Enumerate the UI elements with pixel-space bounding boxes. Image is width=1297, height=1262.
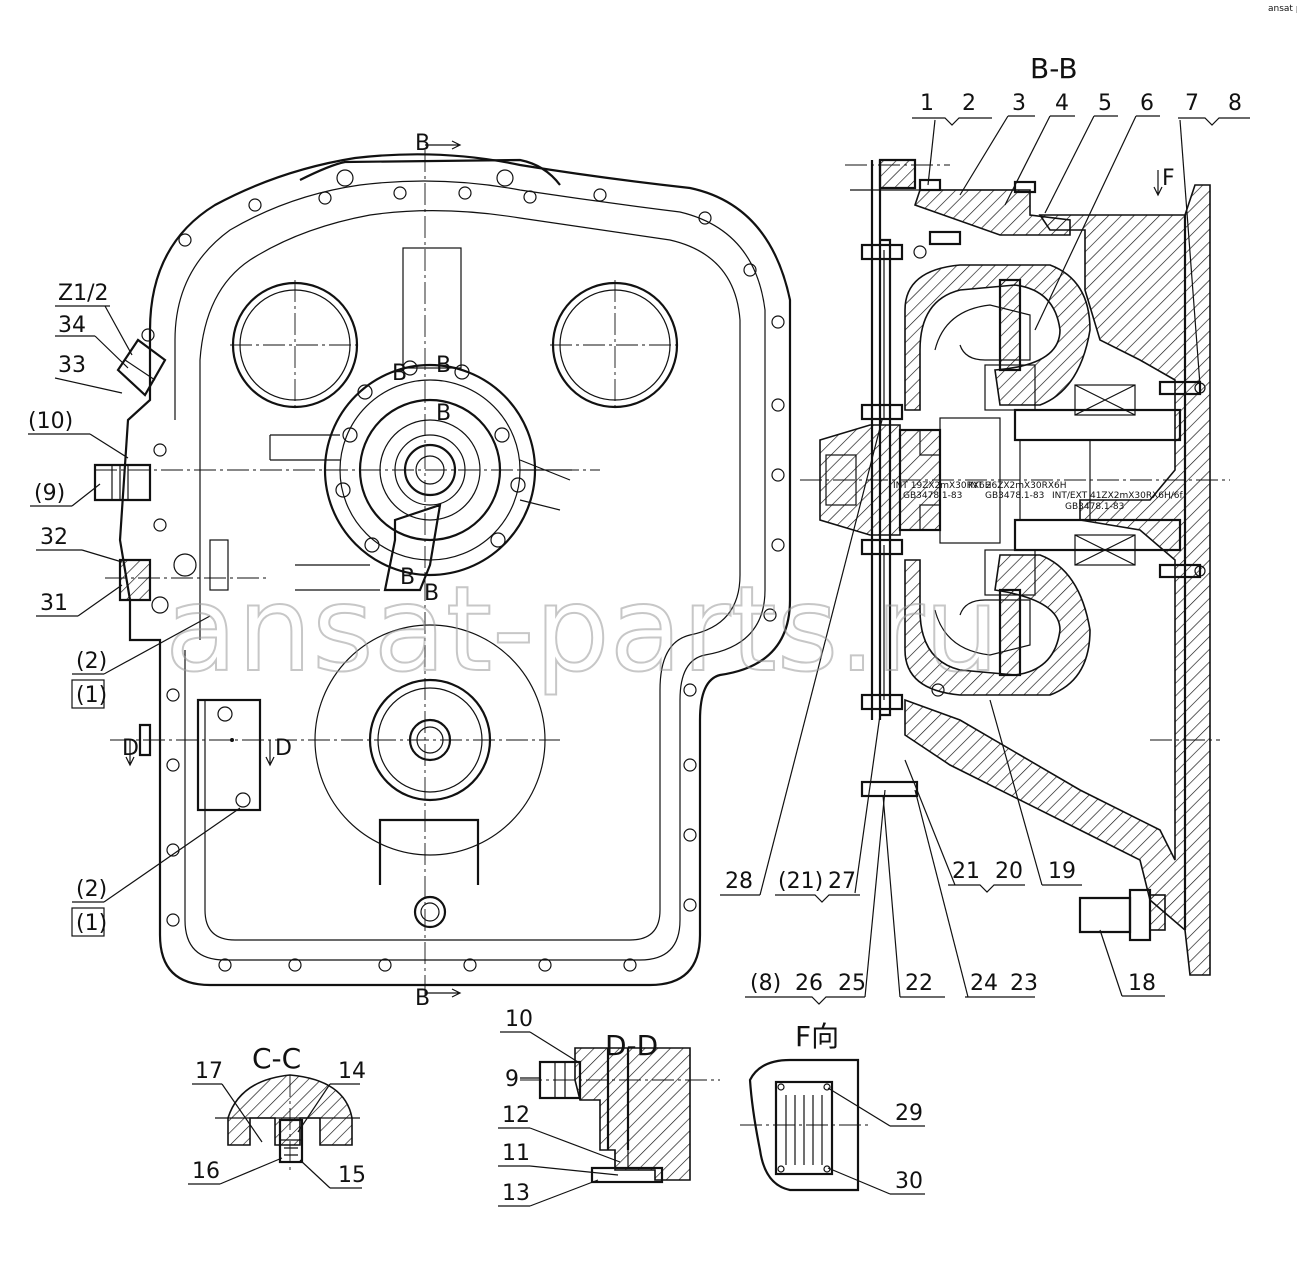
cc-valve <box>278 1118 304 1164</box>
callout-22: 22 <box>905 971 933 996</box>
central-input-flange <box>323 360 572 592</box>
oil-pipe-bracket <box>383 503 442 592</box>
nameplate <box>774 1080 834 1176</box>
callout-6: 6 <box>1140 91 1154 116</box>
torque-converter <box>904 264 1091 696</box>
spline-note-a2: GB3478.1-83 <box>903 491 962 501</box>
section-mark-b-inner-5: B <box>424 581 439 606</box>
callout-27: 27 <box>828 869 856 894</box>
callout-p1-lower: (1) <box>76 911 107 936</box>
callout-26: 26 <box>795 971 823 996</box>
section-dd-view: D-D 10 9 12 11 13 <box>498 1007 720 1207</box>
watermark: ansat-parts.ru <box>165 560 999 698</box>
section-mark-b-bottom: B <box>415 986 430 1011</box>
callout-z12: Z1/2 <box>58 281 108 306</box>
front-view: B B B B B B B D D Z1/2 34 33 (10) (9) 32… <box>28 131 792 1011</box>
bb-bolts <box>860 178 1206 798</box>
section-mark-b-inner-1: B <box>436 353 451 378</box>
callout-23: 23 <box>1010 971 1038 996</box>
f-view-outline <box>748 1058 860 1192</box>
callout-dd-9: 9 <box>505 1067 519 1092</box>
section-mark-b-inner-2: B <box>392 361 407 386</box>
callout-13: 13 <box>502 1181 530 1206</box>
spline-note-c1: INT/EXT 41ZX2mX30RX6H/6f <box>1052 491 1184 501</box>
callout-4: 4 <box>1055 91 1069 116</box>
callout-11: 11 <box>502 1141 530 1166</box>
section-mark-b-inner-3: B <box>436 401 451 426</box>
callout-20: 20 <box>995 859 1023 884</box>
corner-mark: ansat parts <box>1268 4 1297 14</box>
callout-18: 18 <box>1128 971 1156 996</box>
bb-bottom-callouts: 28 (21) 27 21 20 19 18 (8) 26 25 22 24 2… <box>720 419 1165 1005</box>
callout-33: 33 <box>58 353 86 378</box>
f-view-title: F向 <box>795 1020 839 1053</box>
section-bb-view: B-B <box>720 52 1250 1005</box>
section-mark-b-top: B <box>415 131 430 156</box>
bb-bearings <box>919 384 1136 566</box>
callout-17: 17 <box>195 1059 223 1084</box>
spline-note-b1: INT 26ZX2mX30RX6H <box>968 481 1067 491</box>
callout-p9: (9) <box>34 481 65 506</box>
spline-note-c2: GB3478.1-83 <box>1065 502 1124 512</box>
callout-3: 3 <box>1012 91 1026 116</box>
callout-25: 25 <box>838 971 866 996</box>
callout-p21: (21) <box>778 869 823 894</box>
callout-12: 12 <box>502 1103 530 1128</box>
callout-2: 2 <box>962 91 976 116</box>
callout-p8: (8) <box>750 971 781 996</box>
callout-8: 8 <box>1228 91 1242 116</box>
spline-note-b2: GB3478.1-83 <box>985 491 1044 501</box>
bb-output-shaft-top <box>1013 408 1182 442</box>
spline-note-a1: INT 19ZX2mX30RX6H <box>893 481 992 491</box>
housing-outer-contour <box>118 153 792 987</box>
housing-inner-contour-2 <box>199 210 741 941</box>
callout-p2-upper: (2) <box>76 649 107 674</box>
callout-5: 5 <box>1098 91 1112 116</box>
callout-p2-lower: (2) <box>76 877 107 902</box>
callout-32: 32 <box>40 525 68 550</box>
bb-flex-plate <box>880 238 892 717</box>
bb-housing-main <box>904 184 1211 976</box>
f-view: F向 29 30 <box>740 1020 925 1195</box>
callout-21: 21 <box>952 859 980 884</box>
bb-upper-cone <box>913 189 1071 236</box>
bb-top-callouts: 1 2 3 4 5 6 7 8 <box>912 91 1250 386</box>
f-arrow-label: F <box>1162 166 1175 191</box>
valve-block <box>138 698 262 812</box>
section-cc-title: C-C <box>252 1042 301 1075</box>
bb-output-shaft-bottom <box>1013 518 1182 552</box>
callout-14: 14 <box>338 1059 366 1084</box>
callout-7: 7 <box>1185 91 1199 116</box>
callout-p10: (10) <box>28 409 73 434</box>
callout-24: 24 <box>970 971 998 996</box>
callout-34: 34 <box>58 313 86 338</box>
front-view-callouts: Z1/2 34 33 (10) (9) 32 31 (2) (1) (2) (1… <box>28 281 241 937</box>
section-mark-b-inner-4: B <box>400 565 415 590</box>
callout-28: 28 <box>725 869 753 894</box>
callout-29: 29 <box>895 1101 923 1126</box>
section-cc-view: C-C 17 14 16 15 <box>188 1042 366 1189</box>
callout-15: 15 <box>338 1163 366 1188</box>
callout-1: 1 <box>920 91 934 116</box>
housing-inner-contour <box>174 180 766 961</box>
callout-dd-10: 10 <box>505 1007 533 1032</box>
callout-p1-upper: (1) <box>76 683 107 708</box>
bb-drain-fitting <box>1078 896 1132 934</box>
dd-body <box>574 1047 691 1181</box>
callout-30: 30 <box>895 1169 923 1194</box>
section-mark-d-left: D <box>122 736 139 761</box>
callout-31: 31 <box>40 591 68 616</box>
upper-shaft-block <box>402 247 462 369</box>
callout-19: 19 <box>1048 859 1076 884</box>
section-bb-title: B-B <box>1030 52 1078 85</box>
callout-16: 16 <box>192 1159 220 1184</box>
section-mark-d-right: D <box>275 736 292 761</box>
top-boss <box>299 158 561 186</box>
